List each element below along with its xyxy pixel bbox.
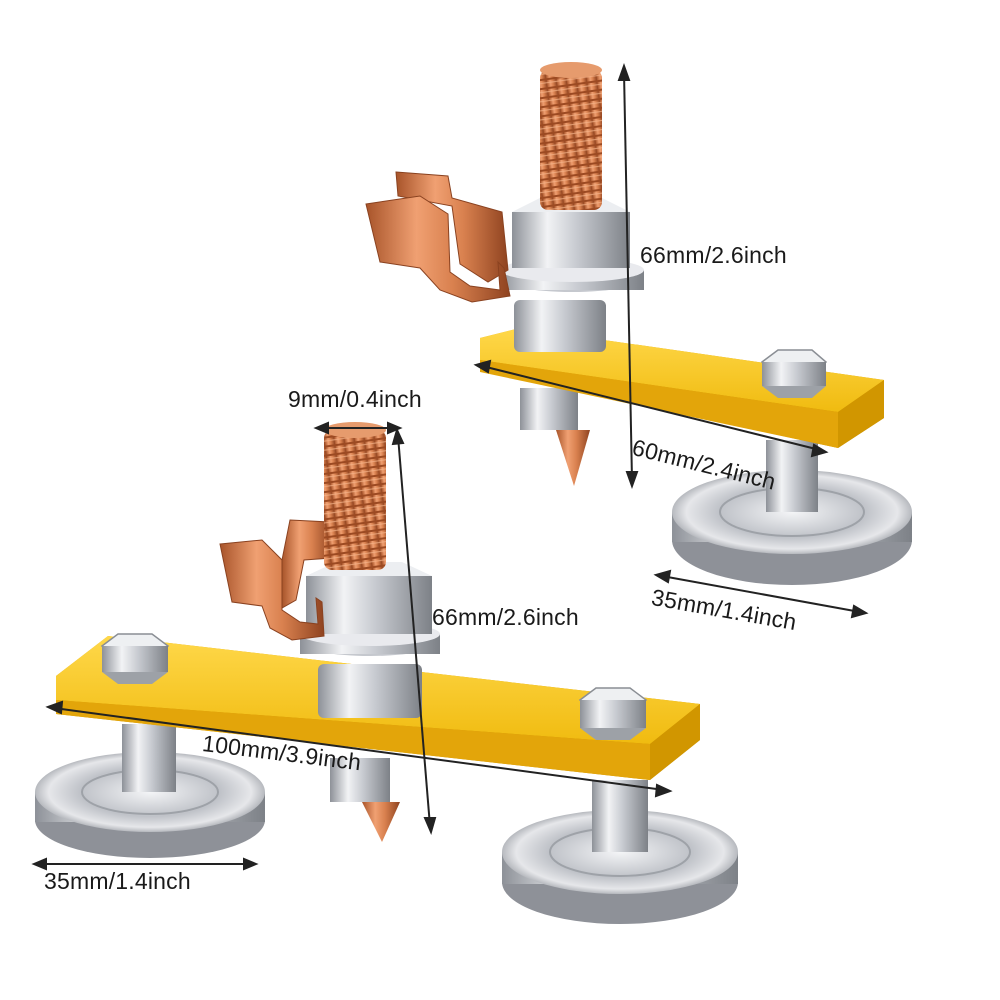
bottom-magnet-diameter-label: 35mm/1.4inch [44, 868, 191, 894]
top-magnet [672, 440, 912, 585]
bottom-copper-tip [330, 758, 400, 842]
top-nut-stack [500, 198, 644, 352]
bottom-left-magnet [35, 724, 265, 858]
bolt-diameter-label: 9mm/0.4inch [288, 386, 422, 412]
top-plate-hex-bolt [760, 349, 828, 398]
top-copper-tip [520, 388, 590, 486]
bottom-right-magnet [502, 780, 738, 924]
top-plate-length-arrow [481, 365, 821, 451]
bottom-clamp [35, 422, 738, 924]
top-clamp [365, 62, 912, 585]
bottom-height-label: 66mm/2.6inch [432, 604, 579, 630]
top-copper-lug [365, 171, 511, 303]
dimension-lines [31, 63, 869, 871]
top-threaded-rod [540, 62, 602, 210]
bottom-nut-stack [300, 562, 440, 718]
top-height-label: 66mm/2.6inch [640, 242, 787, 268]
bottom-plate-length-arrow [53, 707, 665, 791]
top-magnet-diameter-arrow [661, 575, 861, 613]
bottom-threaded-rod [324, 422, 386, 570]
bottom-left-hex-bolt [100, 633, 170, 684]
bottom-right-hex-bolt [578, 687, 648, 740]
top-height-arrow [623, 71, 633, 481]
bottom-height-arrow [397, 435, 431, 827]
